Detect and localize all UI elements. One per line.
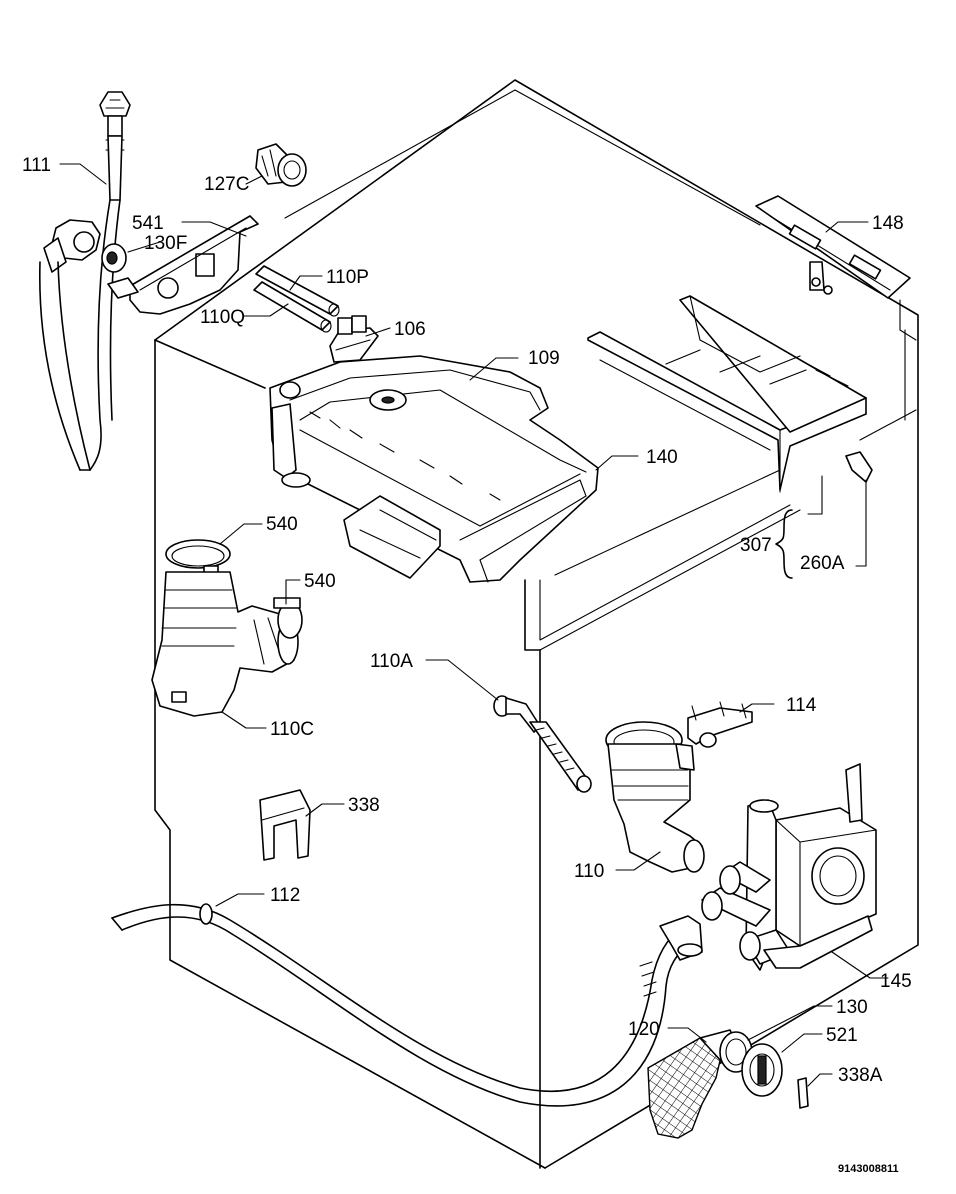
part-130f-nut (101, 243, 127, 273)
part-260a-clip (845, 451, 873, 483)
label-260a: 260A (800, 553, 845, 574)
label-110: 110 (574, 861, 604, 882)
label-110a: 110A (370, 651, 413, 672)
label-140: 140 (646, 447, 678, 468)
leader-lines (59, 163, 889, 1087)
part-338a-pin (797, 1077, 809, 1109)
reference-code: 9143008811 (838, 1163, 899, 1175)
label-130f: 130F (144, 233, 187, 254)
part-145-pump (701, 763, 877, 971)
part-labels: 111 127C 541 130F 110P 110Q 106 109 140 … (22, 155, 912, 1175)
label-540-upper: 540 (266, 514, 298, 535)
label-112: 112 (270, 885, 300, 906)
label-521: 521 (826, 1025, 858, 1046)
part-338-clip (259, 789, 311, 861)
part-541-bracket (107, 215, 259, 315)
label-120: 120 (628, 1019, 660, 1040)
label-109: 109 (528, 348, 560, 369)
label-148: 148 (872, 213, 904, 234)
label-110q: 110Q (200, 307, 245, 328)
label-307: 307 (740, 535, 772, 556)
bracket-307-260a (775, 509, 793, 579)
part-112-drain-hose (111, 903, 703, 1107)
part-110a-hose (493, 695, 592, 793)
part-114-sensor (687, 701, 753, 748)
part-540-clamp-upper (165, 539, 231, 577)
inlet-hose (38, 91, 131, 471)
label-130: 130 (836, 997, 868, 1018)
part-148-handle (755, 195, 911, 299)
label-110c: 110C (270, 719, 314, 740)
part-110q-tube (253, 281, 332, 333)
part-127c (255, 143, 307, 187)
part-110p-tube (255, 265, 340, 317)
label-110p: 110P (326, 267, 369, 288)
part-521-seal (741, 1043, 783, 1097)
part-110-elbow (605, 721, 705, 873)
part-106-valve (329, 315, 379, 363)
part-540-clamp-lower (273, 597, 303, 639)
label-541: 541 (132, 213, 164, 234)
label-338a: 338A (838, 1065, 883, 1086)
label-145: 145 (880, 971, 912, 992)
label-114: 114 (786, 695, 817, 716)
label-540-lower: 540 (304, 571, 336, 592)
part-110c-hose (151, 571, 299, 717)
label-338: 338 (348, 795, 380, 816)
label-106: 106 (394, 319, 426, 340)
part-109-140-housing (269, 355, 599, 583)
part-307-drawer (587, 295, 867, 493)
label-111: 111 (22, 155, 51, 176)
label-127c: 127C (204, 174, 249, 195)
